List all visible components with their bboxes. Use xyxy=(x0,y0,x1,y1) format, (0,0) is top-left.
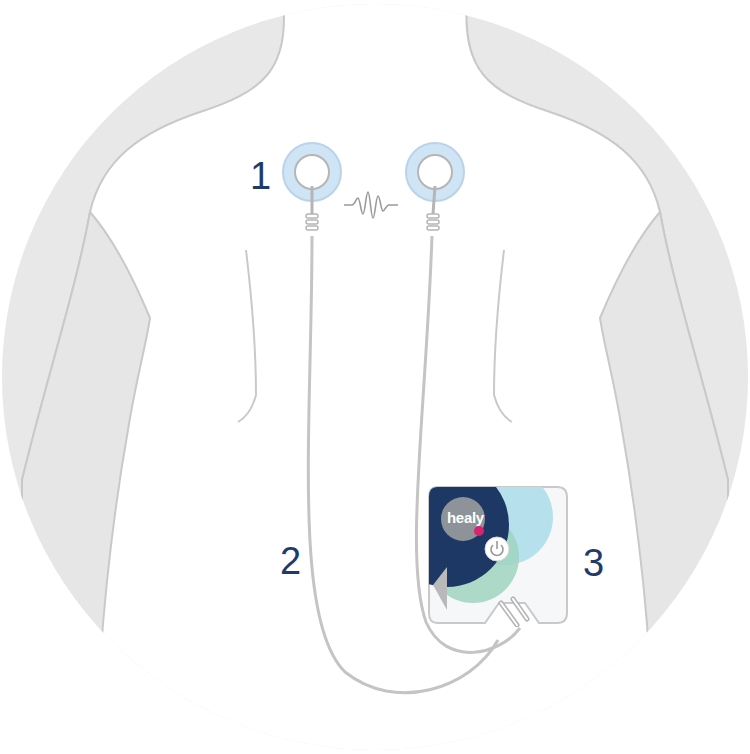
callout-number: 1 xyxy=(250,157,271,195)
callout-number: 3 xyxy=(583,544,604,582)
device-box: healy xyxy=(427,485,569,627)
logo-text: healy xyxy=(447,509,484,526)
cables xyxy=(308,236,520,693)
signal-wave xyxy=(344,192,398,218)
callout-number: 2 xyxy=(280,542,301,580)
electrode-pads xyxy=(283,143,464,230)
body-silhouette xyxy=(22,0,728,754)
device-shape xyxy=(427,485,569,627)
